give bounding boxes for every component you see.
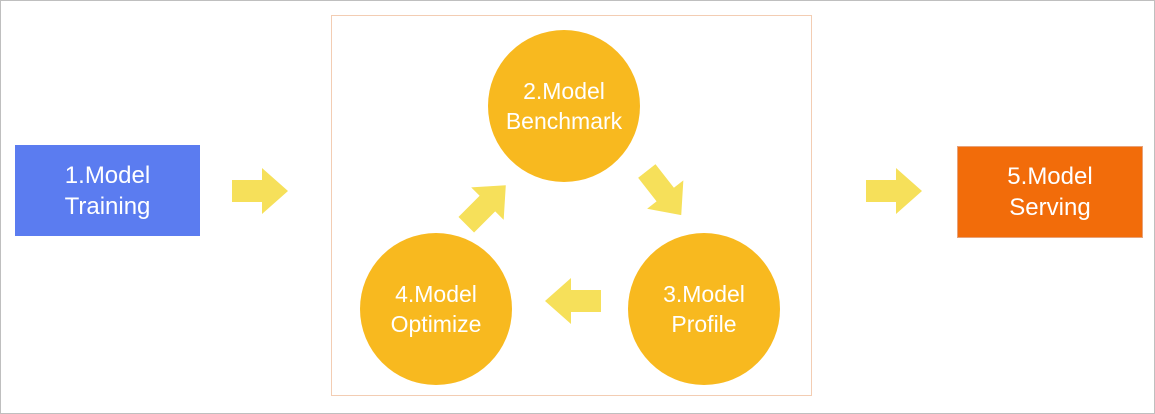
model-training-node: 1.Model Training: [15, 145, 200, 236]
profile-to-optimize-arrow-icon: [545, 278, 601, 324]
benchmark-to-profile-arrow-icon: [629, 157, 700, 229]
optimize-to-benchmark-arrow-icon: [450, 169, 522, 241]
model-optimize-node: 4.Model Optimize: [360, 233, 512, 385]
model-optimize-label: 4.Model Optimize: [390, 281, 482, 337]
model-training-label: 1.Model Training: [64, 161, 151, 220]
training-to-cycle-arrow-icon: [232, 168, 288, 214]
optimization-cycle-box: [331, 15, 812, 396]
model-benchmark-label: 2.Model Benchmark: [505, 78, 623, 134]
model-serving-node: 5.Model Serving: [957, 146, 1143, 238]
model-serving-label: 5.Model Serving: [1007, 163, 1093, 221]
model-profile-label: 3.Model Profile: [663, 281, 745, 337]
model-benchmark-node: 2.Model Benchmark: [488, 30, 640, 182]
model-profile-node: 3.Model Profile: [628, 233, 780, 385]
cycle-to-serving-arrow-icon: [866, 168, 922, 214]
